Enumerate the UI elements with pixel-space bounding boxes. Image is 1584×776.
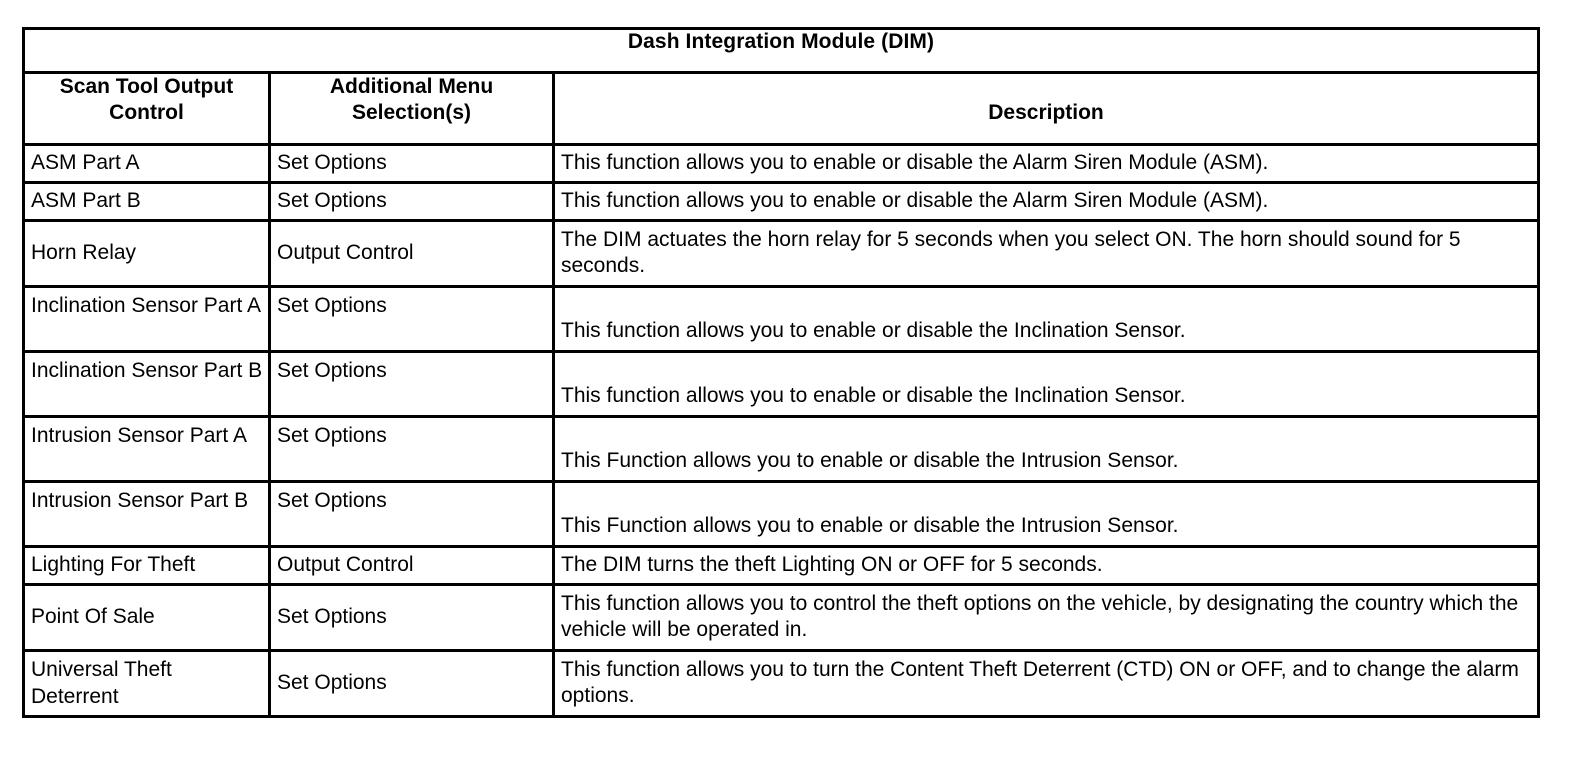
control-text: ASM Part A [31, 151, 140, 175]
table-row: Inclination Sensor Part A Set Options Th… [22, 285, 1540, 353]
cell-description: The DIM turns the theft Lighting ON or O… [552, 545, 1540, 586]
column-header-additional-menu-selections: Additional Menu Selection(s) [268, 71, 555, 146]
dim-table-container: Dash Integration Module (DIM) Scan Tool … [22, 27, 1540, 718]
description-text: The DIM turns the theft Lighting ON or O… [561, 553, 1103, 577]
cell-description: This function allows you to control the … [552, 583, 1540, 652]
menu-text: Set Options [277, 294, 387, 317]
control-text: ASM Part B [31, 189, 141, 213]
table-row: ASM Part A Set Options This function all… [22, 143, 1540, 184]
control-text: Universal Theft Deterrent [31, 658, 172, 708]
dash-integration-module-table: Dash Integration Module (DIM) Scan Tool … [22, 27, 1540, 718]
table-row: Inclination Sensor Part B Set Options Th… [22, 350, 1540, 418]
cell-menu: Set Options [268, 350, 555, 418]
cell-menu: Set Options [268, 181, 555, 222]
description-text: This Function allows you to enable or di… [561, 448, 1179, 472]
cell-control: Intrusion Sensor Part A [22, 415, 271, 483]
cell-description: This function allows you to enable or di… [552, 350, 1540, 418]
cell-menu: Set Options [268, 285, 555, 353]
table-title-cell: Dash Integration Module (DIM) [22, 27, 1540, 74]
description-text: This Function allows you to enable or di… [561, 513, 1179, 537]
control-text: Inclination Sensor Part B [31, 359, 263, 382]
description-text: This function allows you to control the … [561, 592, 1519, 642]
menu-text: Set Options [277, 189, 387, 213]
menu-text: Output Control [277, 241, 414, 265]
description-text: This function allows you to enable or di… [561, 151, 1269, 175]
menu-text: Set Options [277, 605, 387, 629]
description-text: This function allows you to enable or di… [561, 383, 1186, 407]
menu-text: Output Control [277, 553, 414, 577]
description-text: This function allows you to enable or di… [561, 189, 1269, 213]
control-text: Horn Relay [31, 241, 137, 265]
table-header-row: Scan Tool Output Control Additional Menu… [22, 71, 1540, 146]
cell-control: ASM Part A [22, 143, 271, 184]
cell-description: This function allows you to turn the Con… [552, 649, 1540, 718]
cell-menu: Set Options [268, 480, 555, 548]
table-row: Intrusion Sensor Part A Set Options This… [22, 415, 1540, 483]
table-row: Horn Relay Output Control The DIM actuat… [22, 219, 1540, 288]
cell-menu: Set Options [268, 143, 555, 184]
cell-control: Universal Theft Deterrent [22, 649, 271, 718]
cell-control: Intrusion Sensor Part B [22, 480, 271, 548]
table-row: Universal Theft Deterrent Set Options Th… [22, 649, 1540, 718]
control-text: Point Of Sale [31, 605, 155, 629]
column-header-line-1: Additional Menu [329, 75, 494, 98]
cell-control: Inclination Sensor Part A [22, 285, 271, 353]
cell-description: This function allows you to enable or di… [552, 181, 1540, 222]
cell-control: Point Of Sale [22, 583, 271, 652]
cell-menu: Set Options [268, 583, 555, 652]
cell-control: Inclination Sensor Part B [22, 350, 271, 418]
menu-text: Set Options [277, 489, 387, 512]
cell-description: This function allows you to enable or di… [552, 143, 1540, 184]
description-text: The DIM actuates the horn relay for 5 se… [561, 228, 1461, 278]
menu-text: Set Options [277, 151, 387, 175]
column-header-description: Description [552, 71, 1540, 146]
column-header-line-2: Control [109, 101, 184, 125]
cell-menu: Set Options [268, 649, 555, 718]
control-text: Intrusion Sensor Part B [31, 489, 249, 512]
column-header-scan-tool-output-control: Scan Tool Output Control [22, 71, 271, 146]
cell-menu: Output Control [268, 219, 555, 288]
cell-control: Lighting For Theft [22, 545, 271, 586]
cell-description: This Function allows you to enable or di… [552, 415, 1540, 483]
table-title-row: Dash Integration Module (DIM) [22, 27, 1540, 74]
description-text: This function allows you to turn the Con… [561, 658, 1519, 708]
cell-menu: Output Control [268, 545, 555, 586]
table-row: Lighting For Theft Output Control The DI… [22, 545, 1540, 586]
control-text: Inclination Sensor Part A [31, 294, 261, 317]
control-text: Lighting For Theft [31, 553, 196, 577]
column-header-line-2: Selection(s) [351, 101, 472, 125]
control-text: Intrusion Sensor Part A [31, 424, 247, 447]
table-row: Point Of Sale Set Options This function … [22, 583, 1540, 652]
menu-text: Set Options [277, 424, 387, 447]
cell-menu: Set Options [268, 415, 555, 483]
cell-description: The DIM actuates the horn relay for 5 se… [552, 219, 1540, 288]
table-title: Dash Integration Module (DIM) [627, 30, 935, 53]
column-header-line-1: Scan Tool Output [59, 75, 234, 98]
table-row: Intrusion Sensor Part B Set Options This… [22, 480, 1540, 548]
cell-control: Horn Relay [22, 219, 271, 288]
table-row: ASM Part B Set Options This function all… [22, 181, 1540, 222]
cell-description: This Function allows you to enable or di… [552, 480, 1540, 548]
column-header-label: Description [988, 101, 1104, 124]
menu-text: Set Options [277, 359, 387, 382]
cell-description: This function allows you to enable or di… [552, 285, 1540, 353]
menu-text: Set Options [277, 671, 387, 695]
description-text: This function allows you to enable or di… [561, 318, 1186, 342]
cell-control: ASM Part B [22, 181, 271, 222]
